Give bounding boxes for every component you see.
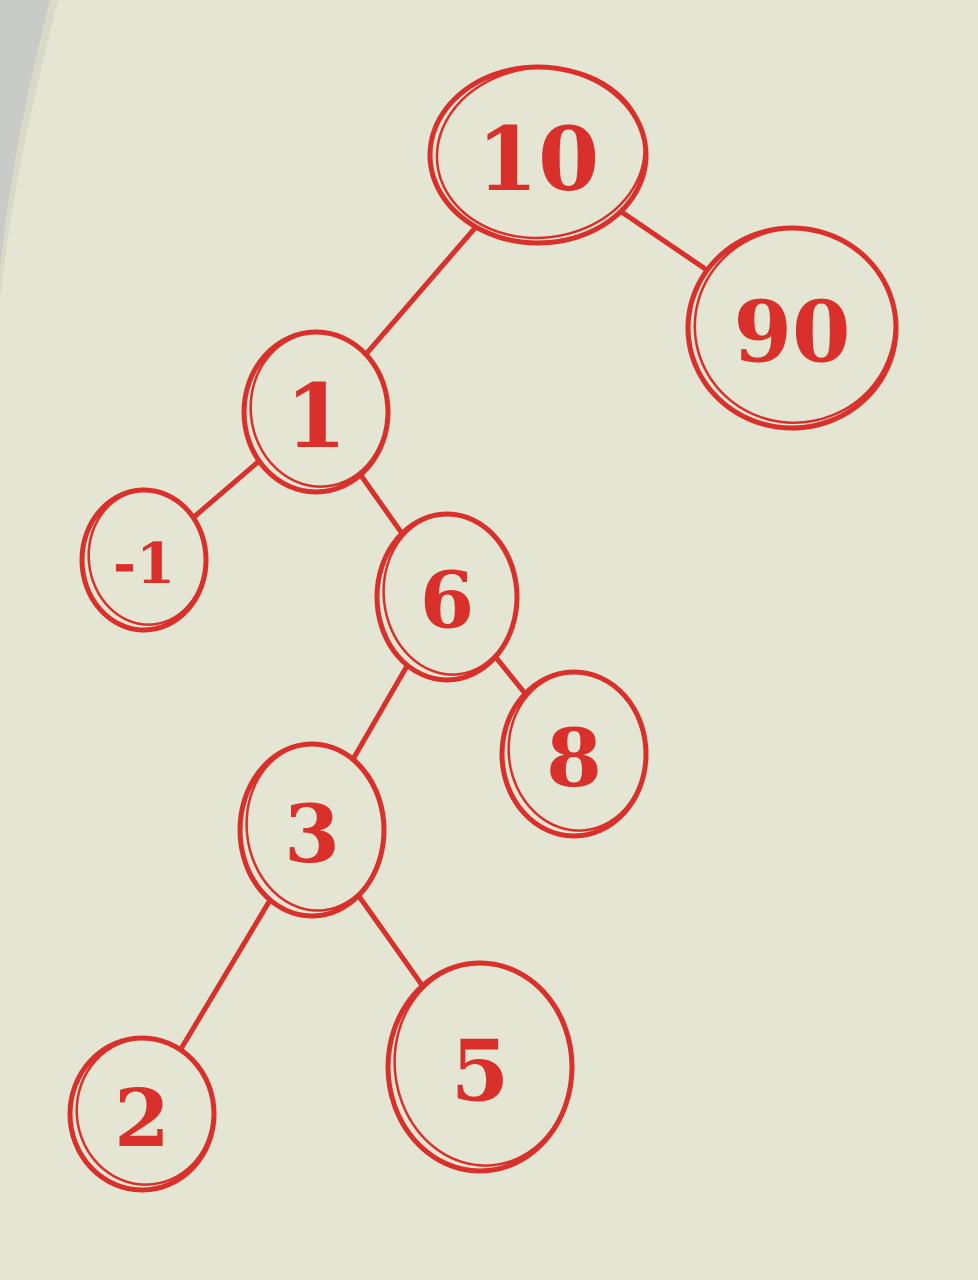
node-2: 2 bbox=[67, 1035, 217, 1193]
node-circle-retrace bbox=[393, 962, 573, 1167]
edges-layer bbox=[177, 208, 710, 1053]
node-90: 90 bbox=[685, 225, 899, 431]
node-label: 2 bbox=[114, 1071, 170, 1165]
node-5: 5 bbox=[385, 960, 575, 1174]
node-minus-1: -1 bbox=[79, 487, 209, 633]
node-label: 5 bbox=[451, 1022, 509, 1121]
nodes-layer: 10 90 1 -1 6 3 8 2 5 bbox=[67, 64, 899, 1193]
edge-1-to-6 bbox=[358, 472, 405, 536]
node-8: 8 bbox=[499, 669, 649, 839]
node-label: 3 bbox=[284, 787, 340, 881]
node-label: 1 bbox=[285, 364, 346, 468]
node-circle-retrace bbox=[507, 671, 647, 832]
edge-6-to-3 bbox=[350, 662, 410, 762]
node-3: 3 bbox=[237, 741, 387, 919]
node-circle-retrace bbox=[87, 489, 207, 626]
node-label: 6 bbox=[420, 556, 474, 647]
node-10: 10 bbox=[427, 64, 649, 246]
node-label: 10 bbox=[477, 107, 599, 211]
edge-1-to-minus-1 bbox=[190, 458, 262, 521]
node-circle-retrace bbox=[245, 743, 385, 912]
node-circle-retrace bbox=[435, 66, 646, 240]
edge-10-to-1 bbox=[363, 224, 479, 357]
edge-6-to-8 bbox=[492, 654, 528, 697]
edge-3-to-2 bbox=[177, 897, 273, 1053]
edge-10-to-90 bbox=[618, 208, 710, 273]
node-label: 8 bbox=[546, 711, 602, 805]
node-circle-retrace bbox=[249, 331, 389, 488]
node-circle-retrace bbox=[382, 513, 518, 676]
node-6: 6 bbox=[374, 511, 520, 683]
node-1: 1 bbox=[241, 329, 391, 495]
node-label: -1 bbox=[113, 531, 175, 597]
edge-3-to-5 bbox=[356, 893, 425, 989]
node-label: 90 bbox=[734, 283, 851, 382]
node-circle-retrace bbox=[693, 227, 896, 424]
node-circle-retrace bbox=[75, 1037, 215, 1186]
